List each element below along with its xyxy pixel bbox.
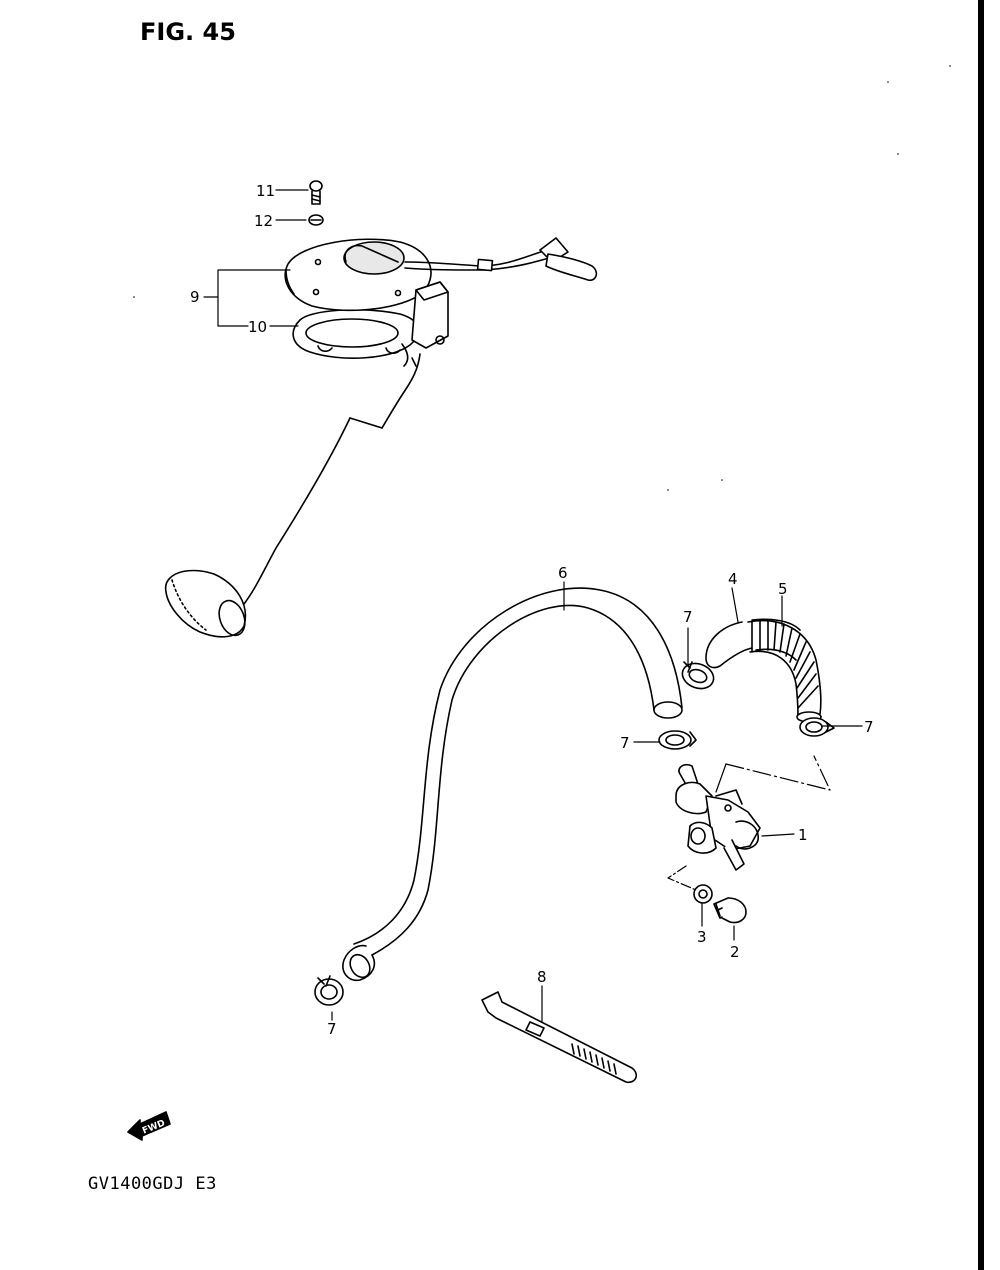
- fwd-arrow-icon: [127, 1111, 171, 1141]
- callout-12: 12: [254, 212, 273, 230]
- hose-clamp: [681, 661, 715, 690]
- washer-part: [308, 214, 324, 226]
- callout-7: 7: [683, 608, 693, 626]
- callout-4: 4: [728, 570, 738, 588]
- callout-5: 5: [778, 580, 788, 598]
- callout-1: 1: [798, 826, 808, 844]
- callout-11: 11: [256, 182, 275, 200]
- callout-10: 10: [248, 318, 267, 336]
- fuel-hose-long: [342, 587, 683, 982]
- callout-6: 6: [558, 564, 568, 582]
- corrugated-hose: [747, 619, 822, 723]
- callout-7: 7: [327, 1020, 337, 1038]
- figure-title: FIG. 45: [140, 18, 236, 46]
- washer-part: [693, 884, 713, 904]
- hose-clamp: [658, 730, 697, 750]
- callout-7: 7: [620, 734, 630, 752]
- fuel-hose-short: [705, 618, 801, 669]
- callout-7: 7: [864, 718, 874, 736]
- callout-2: 2: [730, 943, 740, 961]
- hose-clamp: [314, 975, 344, 1006]
- callout-8: 8: [537, 968, 547, 986]
- callout-9: 9: [190, 288, 200, 306]
- page-edge-rule: [978, 0, 984, 1270]
- leader-lines: [203, 189, 863, 1023]
- cable-strap: [481, 991, 638, 1084]
- fuel-gauge-sender: [164, 237, 598, 638]
- model-code: GV1400GDJ E3: [88, 1174, 217, 1194]
- screw-part: [309, 180, 323, 205]
- callout-3: 3: [697, 928, 707, 946]
- hose-clamp: [799, 717, 835, 737]
- bolt-part: [713, 897, 747, 924]
- gasket-part: [292, 308, 420, 359]
- fuel-cock-valve: [675, 763, 761, 871]
